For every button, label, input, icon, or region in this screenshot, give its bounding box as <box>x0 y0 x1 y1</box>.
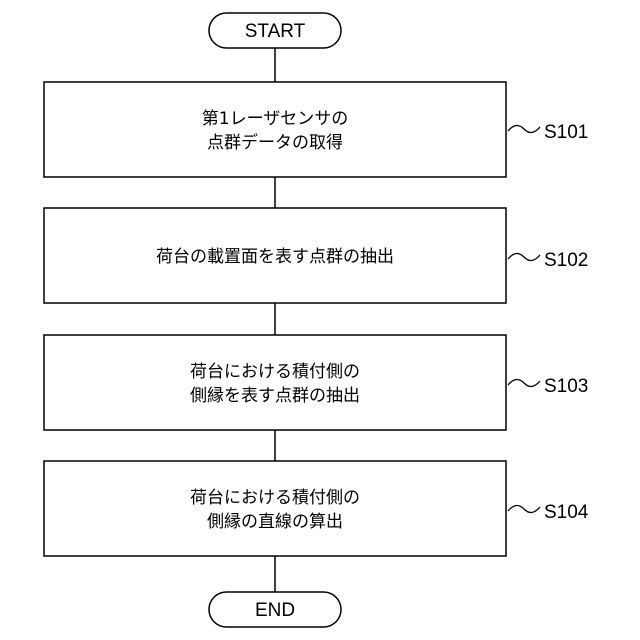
step-leader-s103 <box>508 379 540 386</box>
process-box-s102-line-1: 荷台の載置面を表す点群の抽出 <box>156 247 394 267</box>
process-box-s102: 荷台の載置面を表す点群の抽出 S102 <box>44 208 588 303</box>
step-label-s103: S103 <box>544 376 588 397</box>
process-box-s101: 第1レーザセンサの 点群データの取得 S101 <box>44 82 588 177</box>
process-box-s104-line-1: 荷台における積付側の <box>190 488 360 508</box>
process-box-s104-shape <box>44 461 506 556</box>
process-box-s104-line-2: 側縁の直線の算出 <box>207 512 343 532</box>
end-terminal: END <box>209 592 341 627</box>
process-box-s103-line-2: 側縁を表す点群の抽出 <box>190 386 360 406</box>
step-leader-s102 <box>508 253 540 260</box>
step-label-s101: S101 <box>544 122 588 143</box>
start-label: START <box>245 21 306 42</box>
step-label-s104: S104 <box>544 502 589 523</box>
start-terminal: START <box>209 13 341 48</box>
step-leader-s101 <box>508 125 540 132</box>
step-leader-s104 <box>508 505 540 512</box>
process-box-s101-line-1: 第1レーザセンサの <box>202 109 348 129</box>
process-box-s103-shape <box>44 335 506 430</box>
process-box-s101-line-2: 点群データの取得 <box>207 132 343 153</box>
process-box-s101-shape <box>44 82 506 177</box>
step-label-s102: S102 <box>544 250 588 271</box>
process-box-s103-line-1: 荷台における積付側の <box>190 362 360 382</box>
process-box-s104: 荷台における積付側の 側縁の直線の算出 S104 <box>44 461 589 556</box>
process-box-s103: 荷台における積付側の 側縁を表す点群の抽出 S103 <box>44 335 588 430</box>
end-label: END <box>255 600 295 621</box>
